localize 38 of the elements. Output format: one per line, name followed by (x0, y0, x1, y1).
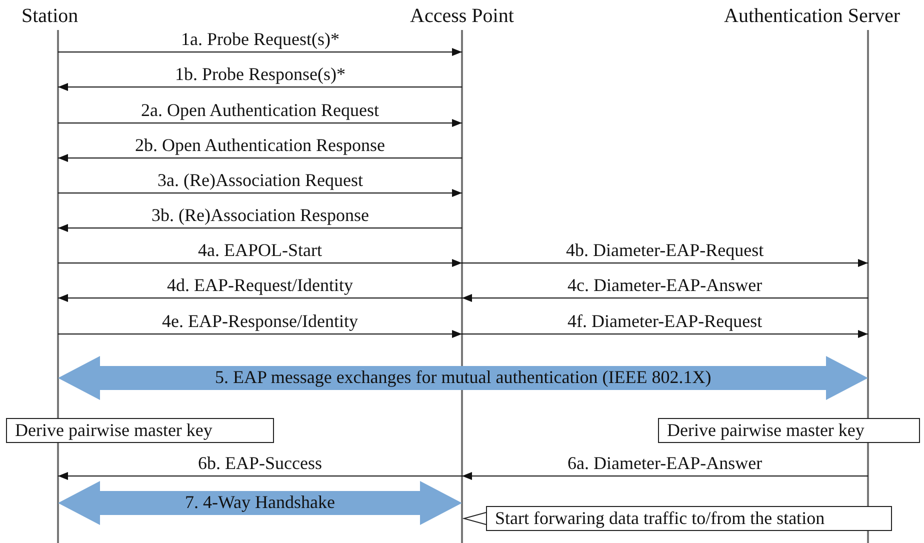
message-arrow (58, 330, 462, 338)
edge-label: 4f. Diameter-EAP-Request (568, 311, 762, 331)
edge-label: 3b. (Re)Association Response (152, 205, 369, 225)
message-arrow (58, 154, 462, 162)
edge-label: 6b. EAP-Success (198, 453, 322, 473)
message-arrow (58, 48, 462, 56)
message-arrow (462, 330, 868, 338)
participant-label: Authentication Server (724, 6, 900, 26)
edge-label: 2b. Open Authentication Response (135, 135, 385, 155)
message-arrow (58, 83, 462, 91)
participant-label: Access Point (410, 6, 514, 26)
note-box: Derive pairwise master key (6, 418, 274, 443)
edge-label: 4b. Diameter-EAP-Request (566, 240, 764, 260)
edge-label: 4a. EAPOL-Start (198, 240, 322, 260)
double-arrow (58, 356, 868, 400)
edge-label: 2a. Open Authentication Request (141, 100, 379, 120)
callout-tail (462, 512, 486, 525)
message-arrow (462, 472, 868, 480)
message-arrow (58, 259, 462, 267)
message-arrow (58, 189, 462, 197)
message-arrow (58, 224, 462, 232)
message-arrow (462, 259, 868, 267)
note-box: Derive pairwise master key (658, 418, 920, 443)
edge-label: 7. 4-Way Handshake (185, 492, 336, 512)
participant-label: Station (22, 6, 78, 26)
edge-label: 6a. Diameter-EAP-Answer (568, 453, 762, 473)
message-arrow (462, 294, 868, 302)
edge-label: 3a. (Re)Association Request (158, 170, 363, 190)
edge-label: 4e. EAP-Response/Identity (162, 311, 358, 331)
message-arrow (58, 472, 462, 480)
edge-label: 4c. Diameter-EAP-Answer (568, 275, 762, 295)
message-arrow (58, 294, 462, 302)
edge-label: 4d. EAP-Request/Identity (167, 275, 353, 295)
edge-label: 5. EAP message exchanges for mutual authentication (IEEE 802.1X) (215, 367, 712, 387)
message-arrow (58, 119, 462, 127)
edge-label: 1b. Probe Response(s)* (175, 64, 346, 84)
double-arrow (58, 481, 462, 525)
edge-label: 1a. Probe Request(s)* (181, 29, 340, 49)
